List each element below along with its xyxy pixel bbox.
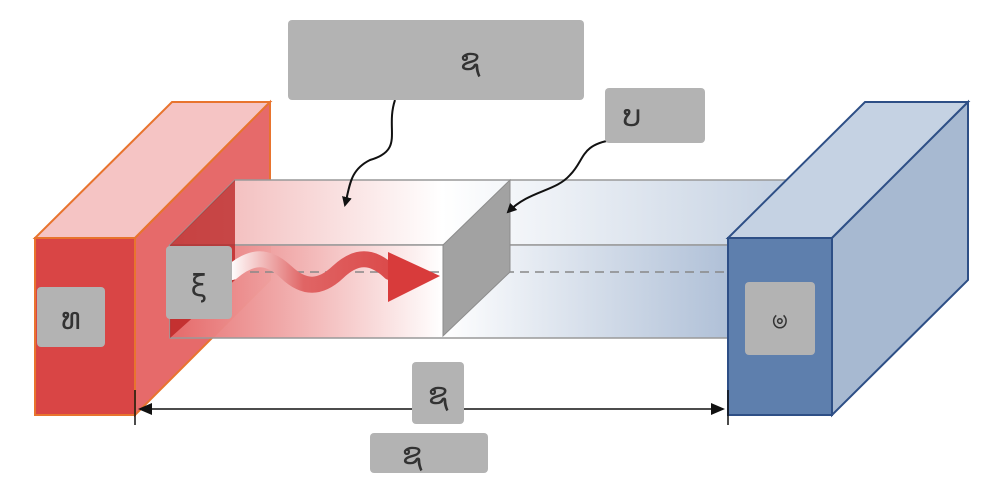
label-top-right-box xyxy=(605,88,705,143)
label-heat-flow-box xyxy=(166,246,232,319)
label-top-box xyxy=(288,20,584,100)
label-hot-block-box xyxy=(37,287,105,347)
label-hot-block-text: ທ xyxy=(61,302,81,337)
label-top-text: ຊ xyxy=(460,43,481,78)
heat-flow-arrow xyxy=(224,251,440,302)
label-hot-block: ທ xyxy=(37,287,105,347)
label-cold-block-box xyxy=(745,282,815,355)
label-top: ຊ xyxy=(288,20,584,100)
heat-flow-wave xyxy=(224,251,398,293)
cross-section-plane xyxy=(442,178,511,338)
callout-arrow-top xyxy=(342,99,396,207)
heat-flow-arrowhead xyxy=(388,252,440,302)
label-heat-flow-text: ξ xyxy=(191,269,208,304)
label-heat-flow: ξ xyxy=(166,246,232,319)
label-length-upper-box xyxy=(412,362,464,424)
label-length-upper: ຊ xyxy=(412,362,464,424)
dimension-arrow-right xyxy=(711,403,725,415)
callout-arrow-top-right xyxy=(506,139,613,214)
label-top-right: ບ xyxy=(605,88,705,143)
label-cold-block-text: ၑ xyxy=(771,301,788,336)
label-length-lower-box xyxy=(370,433,488,473)
label-length-lower-text: ຊ xyxy=(402,437,423,472)
dimension-arrow-left xyxy=(138,403,152,415)
label-length-upper-text: ຊ xyxy=(428,377,449,412)
cold-block xyxy=(725,99,971,418)
label-top-right-text: ບ xyxy=(623,99,642,134)
label-cold-block: ၑ xyxy=(745,282,815,355)
label-length-lower: ຊ xyxy=(370,433,488,473)
